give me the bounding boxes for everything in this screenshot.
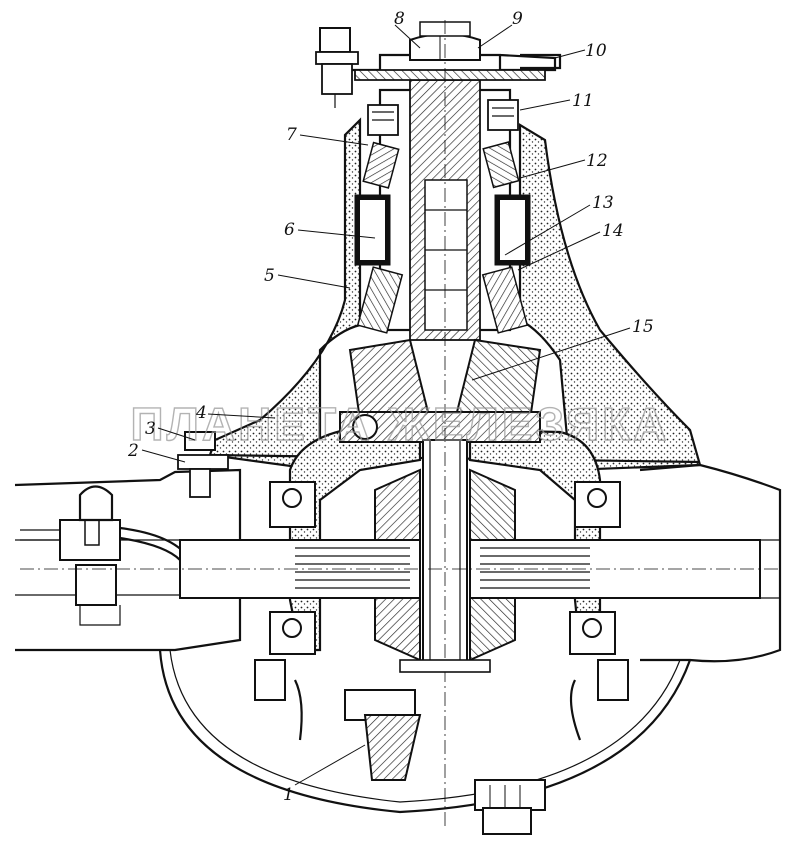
callout-13: 13 [592, 193, 614, 213]
callout-12: 12 [586, 151, 608, 171]
callout-8: 8 [394, 9, 405, 29]
callout-5: 5 [264, 266, 275, 286]
mounting-bolt [177, 431, 229, 498]
callout-3: 3 [145, 419, 156, 439]
callout-15: 15 [632, 317, 654, 337]
callout-9: 9 [512, 9, 523, 29]
pinion-housing [354, 79, 531, 341]
left-axle-housing [14, 468, 260, 652]
callout-4: 4 [195, 403, 207, 423]
callout-leaders [141, 24, 631, 786]
carrier-housing [208, 117, 702, 472]
axle-shafts [20, 20, 780, 830]
watermark-text: ПЛАНЕТА ЖЕЛЕЗЯКА [131, 398, 670, 450]
callout-1: 1 [283, 785, 294, 805]
callout-2: 2 [127, 441, 139, 461]
side-bearings [254, 481, 629, 741]
callout-7: 7 [286, 125, 297, 145]
callout-11: 11 [572, 91, 594, 111]
callout-14: 14 [602, 221, 624, 241]
callout-6: 6 [284, 220, 295, 240]
thrust-block [344, 659, 491, 781]
callout-labels: 1 2 3 4 5 6 7 8 9 10 11 12 13 14 15 [127, 9, 654, 805]
callout-10: 10 [585, 41, 607, 61]
bottom-cover [158, 649, 692, 835]
